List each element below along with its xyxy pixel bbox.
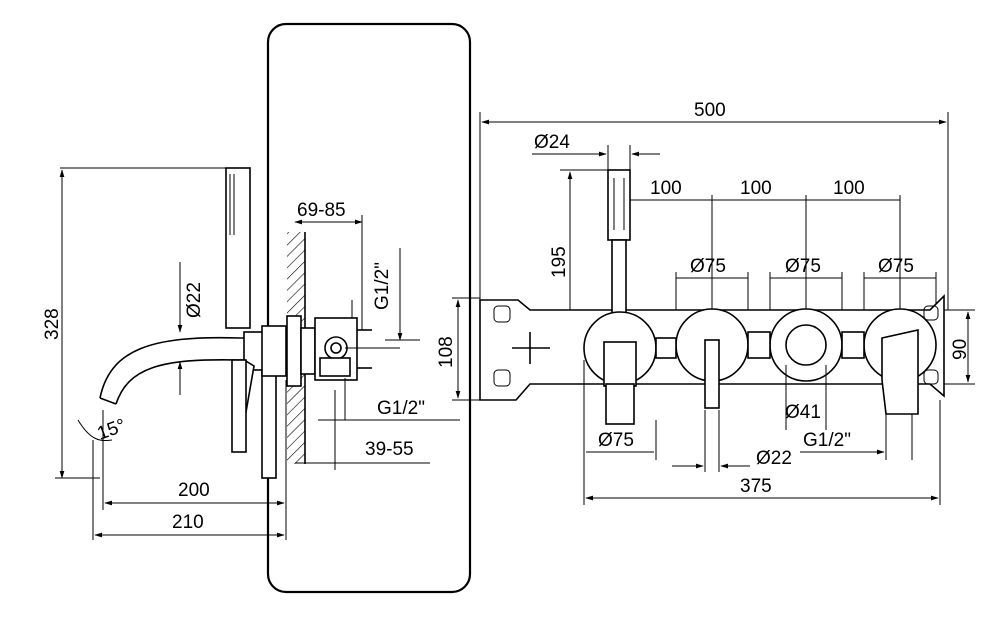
dim-width-total-label: 500 [694, 100, 726, 121]
dim-spacing-3-label: 100 [833, 178, 865, 199]
dim-inlet-bottom-label: G1/2" [377, 398, 425, 419]
dim-plate-height-right-label: 90 [950, 339, 971, 360]
section-frame [266, 22, 472, 594]
dim-outlet-label: G1/2" [803, 430, 851, 451]
dim-height-label: 328 [42, 308, 63, 340]
dim-height-195-label: 195 [549, 246, 570, 278]
dim-inlet-top-label: G1/2" [372, 262, 393, 310]
section-view: 69-85 G1/2" G1/2" 39-55 [266, 22, 472, 594]
dim-handshower-dia-label: Ø24 [534, 132, 570, 153]
dim-wall-depth-label: 39-55 [365, 439, 414, 460]
dim-pipe-dia-label: Ø22 [184, 282, 205, 318]
dim-angle-label: 15° [95, 415, 129, 445]
dim-rosette-1-label: Ø75 [598, 430, 634, 451]
dim-rosette-4-label: Ø75 [878, 256, 914, 277]
dim-spacing-2-label: 100 [740, 178, 772, 199]
dim-plate-height-label: 108 [436, 336, 457, 368]
dim-width-375-label: 375 [740, 476, 772, 497]
dim-reach-210-label: 210 [172, 512, 204, 533]
dim-depth-label: 69-85 [297, 200, 346, 221]
dim-rosette-2-label: Ø75 [690, 256, 726, 277]
dim-reach-200-label: 200 [178, 480, 210, 501]
dim-spacing-1-label: 100 [650, 178, 682, 199]
dim-rosette-3-label: Ø75 [785, 256, 821, 277]
dim-spout-pipe-label: Ø22 [756, 448, 792, 469]
front-view: 500 Ø24 100 100 100 195 Ø75 Ø75 Ø75 [436, 100, 975, 505]
dim-spout-dia-label: Ø41 [785, 402, 821, 423]
side-view: 328 Ø22 15° 200 210 [42, 167, 287, 540]
